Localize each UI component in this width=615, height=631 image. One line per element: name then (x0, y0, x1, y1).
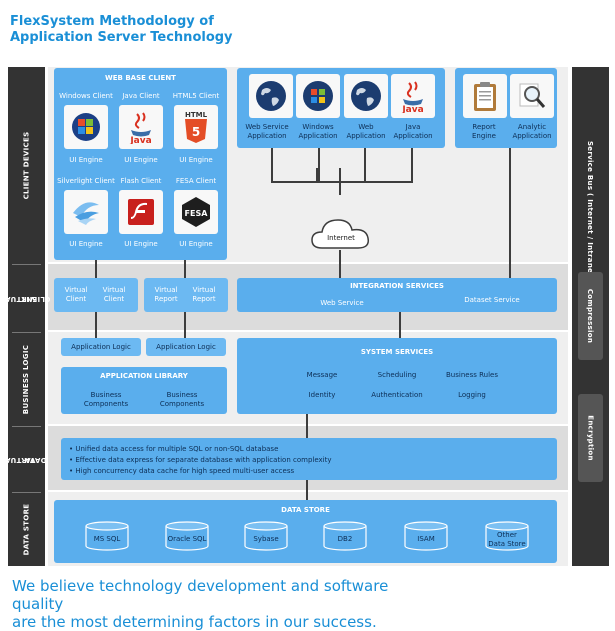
connector (411, 146, 413, 182)
service-bus-bar: Service Bus ( Internet / Intranet ) Comp… (572, 67, 609, 566)
ui-engine-label: UI Engine (124, 240, 158, 248)
virtual-data-box: • Unified data access for multiple SQL o… (61, 438, 557, 480)
svg-text:Java: Java (129, 136, 151, 144)
connector (95, 312, 97, 338)
connector (271, 146, 273, 182)
label-data-store: DATA STORE (22, 503, 30, 556)
ui-engine-label: UI Engine (179, 156, 213, 164)
label-client-devices: CLIENT DEVICES (22, 131, 30, 199)
encryption-pill (578, 394, 603, 482)
windows-icon[interactable] (64, 105, 108, 149)
system-services-box: SYSTEM SERVICES Message Scheduling Busin… (237, 338, 557, 414)
client-name: Windows Client (59, 92, 113, 100)
ui-engine-label: UI Engine (69, 240, 103, 248)
internet-label: Internet (327, 234, 355, 242)
html5-icon[interactable]: HTML 5 (174, 105, 218, 149)
page-title: FlexSystem Methodology of Application Se… (10, 14, 233, 45)
connector (184, 312, 186, 338)
label-service-bus: Service Bus ( Internet / Intranet ) (586, 140, 595, 284)
web-base-client-header: WEB BASE CLIENT (105, 74, 176, 82)
connector (399, 312, 401, 338)
compression-pill (578, 272, 603, 360)
connector (339, 250, 341, 278)
silverlight-icon[interactable] (64, 190, 108, 234)
globe-icon[interactable] (344, 74, 388, 118)
java-icon[interactable]: Java (119, 105, 163, 149)
integration-services-box: INTEGRATION SERVICES Web Service Dataset… (237, 278, 557, 312)
application-logic-box: Application Logic (146, 338, 226, 356)
internet-cloud: Internet (310, 216, 372, 252)
footer-tagline: We believe technology development and so… (12, 577, 389, 631)
java-icon[interactable]: Java (391, 74, 435, 118)
database-cylinder: DB2 (322, 521, 368, 551)
ui-engine-label: UI Engine (179, 240, 213, 248)
application-logic-box: Application Logic (61, 338, 141, 356)
svg-text:FESA: FESA (185, 209, 209, 218)
label-business-logic: BUSINESS LOGIC (22, 344, 30, 414)
clipboard-icon[interactable] (463, 74, 507, 118)
connector (509, 146, 511, 278)
connector (95, 260, 97, 278)
connector (271, 181, 413, 183)
connector (364, 146, 366, 182)
connector (306, 480, 308, 500)
client-name: Java Client (122, 92, 160, 100)
globe-icon[interactable] (249, 74, 293, 118)
database-cylinder: Oracle SQL (164, 521, 210, 551)
ui-engine-label: UI Engine (124, 156, 158, 164)
svg-text:HTML: HTML (185, 111, 208, 119)
connector (318, 146, 320, 182)
label-encryption: Encryption (586, 415, 595, 461)
data-store-box: DATA STORE (54, 500, 557, 563)
magnifier-icon[interactable] (510, 74, 554, 118)
connector (306, 414, 308, 439)
client-name: FESA Client (175, 177, 217, 185)
ui-engine-label: UI Engine (69, 156, 103, 164)
fesa-icon[interactable]: FESA (174, 190, 218, 234)
svg-text:5: 5 (192, 125, 200, 139)
flash-icon[interactable] (119, 190, 163, 234)
connector (184, 260, 186, 278)
svg-text:Java: Java (401, 105, 423, 113)
windows-globe-icon[interactable] (296, 74, 340, 118)
database-cylinder: Sybase (243, 521, 289, 551)
label-compression: Compression (586, 288, 595, 344)
client-name: Silverlight Client (57, 177, 115, 185)
client-name: HTML5 Client (172, 92, 220, 100)
connector (316, 168, 318, 182)
database-cylinder: ISAM (403, 521, 449, 551)
client-name: Flash Client (120, 177, 162, 185)
database-cylinder: MS SQL (84, 521, 130, 551)
